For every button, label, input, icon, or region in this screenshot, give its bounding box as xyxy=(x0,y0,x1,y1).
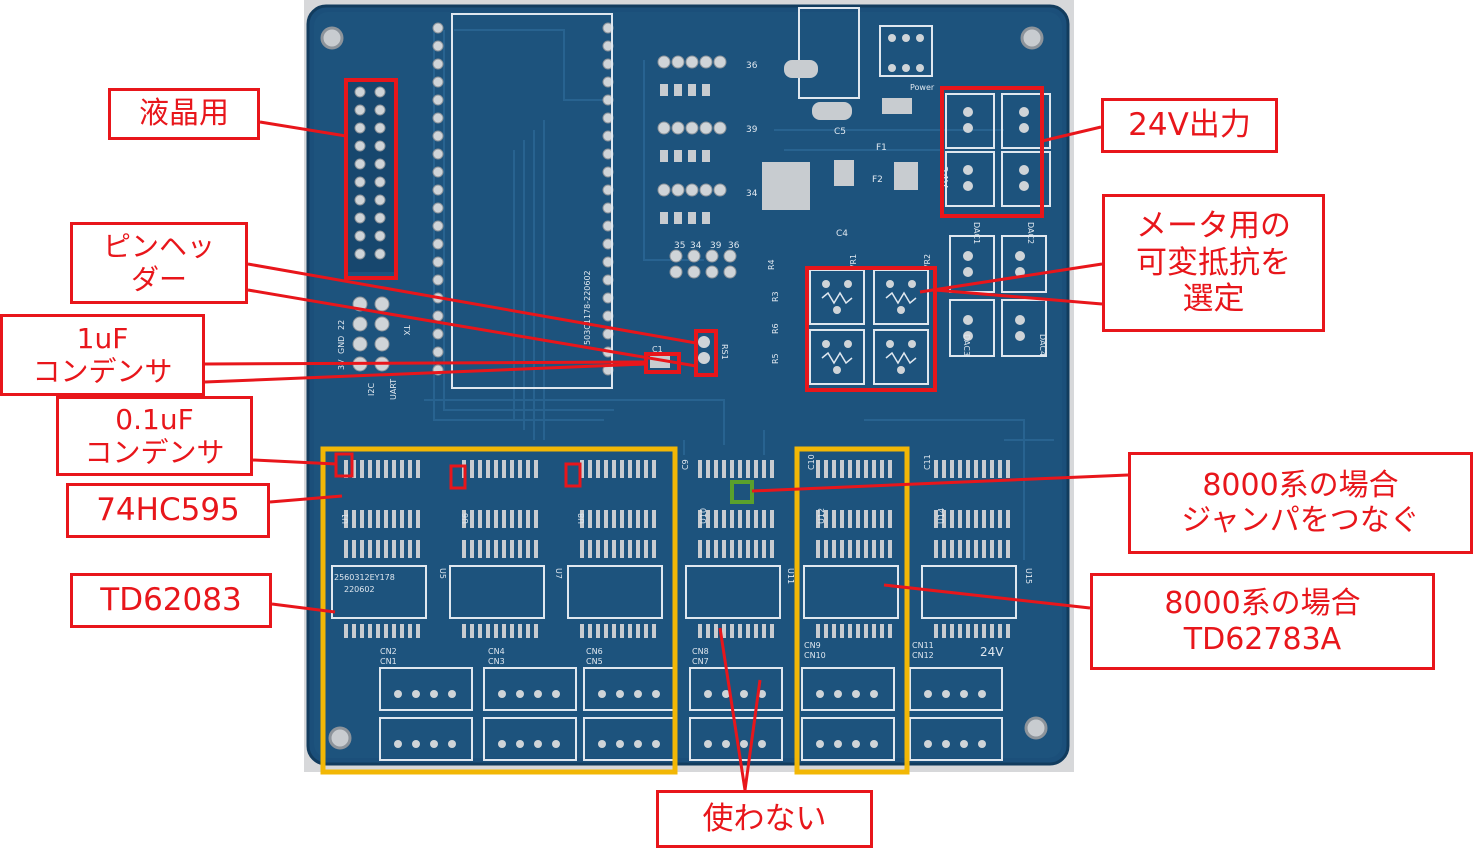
silk-c4: C4 xyxy=(836,229,848,239)
silk-cn7: CN7 xyxy=(692,657,709,666)
silk-3v: 3V xyxy=(337,359,346,370)
silk-r4: R4 xyxy=(767,259,776,270)
callout-td62083: TD62083 xyxy=(70,573,272,628)
silk-r3: R3 xyxy=(771,291,780,302)
silk-cn9: CN9 xyxy=(804,641,821,650)
silk-u1: U1 xyxy=(341,513,350,524)
callout-pin-header: ピンヘッ ダー xyxy=(70,222,248,304)
silk-u10: U10 xyxy=(699,508,708,524)
silk-cn4: CN4 xyxy=(488,647,505,656)
silk-c9: C9 xyxy=(681,459,690,470)
silk-dac4: DAC4 xyxy=(1038,334,1047,356)
silk-r6: R6 xyxy=(771,323,780,334)
silk-c5: C5 xyxy=(834,127,846,137)
silk-36b: 36 xyxy=(728,241,740,251)
silk-22: 22 xyxy=(337,320,346,330)
silk-u12: U12 xyxy=(817,508,826,524)
callout-8000-td62783a: 8000系の場合 TD62783A xyxy=(1090,573,1435,670)
silk-36: 36 xyxy=(746,61,758,71)
silk-u15: U15 xyxy=(1024,568,1033,584)
silk-cn3: CN3 xyxy=(488,657,505,666)
silk-dac2: DAC2 xyxy=(1026,222,1035,244)
silk-34b: 34 xyxy=(690,241,702,251)
silk-dac3: DAC3 xyxy=(962,334,971,356)
silk-39: 39 xyxy=(746,125,758,135)
callout-24v-output: 24V出力 xyxy=(1101,98,1278,153)
silk-gnd: GND xyxy=(337,336,346,354)
silk-24v: 24V xyxy=(980,645,1004,659)
callout-74hc595: 74HC595 xyxy=(66,483,270,538)
silk-power: Power xyxy=(910,83,935,92)
callout-01uf-capacitor: 0.1uF コンデンサ xyxy=(56,396,253,476)
silk-u5: U5 xyxy=(438,568,447,579)
silk-c10: C10 xyxy=(807,454,816,470)
silk-chip-mark-2: 220602 xyxy=(344,585,375,594)
svg-text:503C1178-220602: 503C1178-220602 xyxy=(583,270,592,345)
silk-f1: F1 xyxy=(876,143,887,153)
silk-f2: F2 xyxy=(872,175,883,185)
cap-c1-pad xyxy=(650,356,670,368)
callout-lcd: 液晶用 xyxy=(108,88,260,140)
silk-cn5: CN5 xyxy=(586,657,603,666)
silk-cn1: CN1 xyxy=(380,657,397,666)
silk-chip-mark-1: 2560312EY178 xyxy=(334,573,395,582)
silk-uart: UART xyxy=(389,379,398,400)
callout-meter-vr: メータ用の 可変抵抗を 選定 xyxy=(1102,194,1325,332)
silk-i2c: I2C xyxy=(367,383,376,396)
silk-c11: C11 xyxy=(923,454,932,470)
mcu-module-outline xyxy=(451,13,613,389)
silk-r5: R5 xyxy=(771,353,780,364)
callout-1uf-capacitor: 1uF コンデンサ xyxy=(0,314,205,396)
silk-dac1: DAC1 xyxy=(972,222,981,244)
silk-cn10: CN10 xyxy=(804,651,826,660)
silk-vr1: VR1 xyxy=(849,254,858,270)
pcb-photo: 503C1178-220602 36 39 34 35 34 39 36 Pow… xyxy=(304,0,1074,772)
pcb-board: 503C1178-220602 36 39 34 35 34 39 36 Pow… xyxy=(304,0,1074,772)
silk-u11: U11 xyxy=(786,568,795,584)
silk-u7: U7 xyxy=(554,568,563,579)
silk-34: 34 xyxy=(746,189,758,199)
silk-vr2: VR2 xyxy=(923,254,932,270)
silk-cn11: CN11 xyxy=(912,641,934,650)
silk-u14: U14 xyxy=(937,508,946,524)
silk-u6: U6 xyxy=(461,513,470,524)
silk-rs1: RS1 xyxy=(720,344,729,360)
silk-cn2: CN2 xyxy=(380,647,397,656)
silk-u8: U8 xyxy=(577,513,586,524)
silk-cn6: CN6 xyxy=(586,647,603,656)
silk-cn12: CN12 xyxy=(912,651,934,660)
silk-tx: TX xyxy=(402,324,411,336)
callout-unused: 使わない xyxy=(656,790,873,848)
silk-35: 35 xyxy=(674,241,685,251)
callout-8000-jumper: 8000系の場合 ジャンパをつなぐ xyxy=(1128,452,1473,554)
silk-39b: 39 xyxy=(710,241,722,251)
silk-cn8: CN8 xyxy=(692,647,709,656)
silk-24v-side: 24V xyxy=(937,166,950,188)
silk-c1: C1 xyxy=(652,345,663,354)
